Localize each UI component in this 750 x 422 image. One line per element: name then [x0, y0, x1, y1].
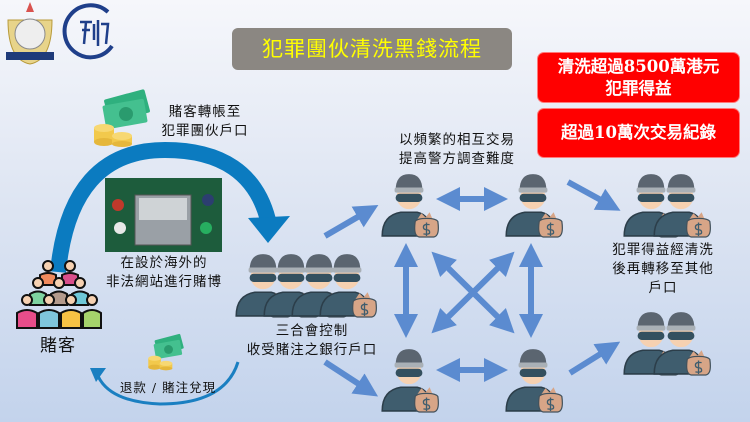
mule-account-icon — [381, 173, 440, 238]
cash-icon — [148, 333, 184, 371]
syndicate-label: 三合會控制 收受賭注之銀行戶口 — [230, 322, 394, 360]
transferred-label-line: 後再轉移至其他 — [612, 261, 714, 277]
gamblers-icon — [16, 260, 102, 329]
syndicate-label-line: 收受賭注之銀行戶口 — [246, 342, 378, 358]
transferred-label: 犯罪得益經清洗 後再轉移至其他 戶口 — [598, 241, 728, 298]
gamblers-label: 賭客 — [40, 336, 76, 356]
frequent-label-line: 以頻繁的相互交易 — [399, 132, 515, 148]
refund-label: 退款 / 賭注兌現 — [119, 380, 217, 395]
gamble-label-line: 非法網站進行賭博 — [106, 274, 222, 290]
transfer-label-line: 犯罪團伙戶口 — [161, 123, 249, 139]
gamble-label-line: 在設於海外的 — [120, 255, 208, 271]
transfer-label-line: 賭客轉帳至 — [168, 104, 242, 120]
mule-account-icon — [505, 348, 564, 413]
transferred-label-line: 犯罪得益經清洗 — [612, 242, 714, 258]
highlight-transactions-line1: 超過10萬次交易紀錄 — [561, 123, 716, 142]
police-crest-logo — [6, 2, 54, 65]
syndicate-label-line: 三合會控制 — [275, 323, 349, 339]
transferred-label-line: 戶口 — [648, 280, 678, 296]
gamble-label: 在設於海外的 非法網站進行賭博 — [92, 254, 236, 292]
highlight-proceeds: 清洗超過8500萬港元 犯罪得益 — [537, 52, 740, 103]
page-title: 犯罪團伙清洗黑錢流程 — [232, 28, 512, 70]
highlight-transactions: 超過10萬次交易紀錄 — [537, 108, 740, 158]
frequent-label-line: 提高警方調查難度 — [399, 151, 515, 167]
flow-arrows — [323, 179, 621, 397]
crime-wing-logo — [62, 3, 114, 60]
cash-icon — [94, 88, 151, 147]
triad-syndicate-icon — [235, 253, 378, 318]
gamble-cycle-arrow — [50, 141, 276, 273]
online-gambling-photo — [105, 178, 222, 252]
highlight-proceeds-line2: 犯罪得益 — [605, 79, 672, 98]
transfer-label: 賭客轉帳至 犯罪團伙戶口 — [150, 103, 260, 141]
highlight-proceeds-line1: 清洗超過8500萬港元 — [557, 57, 720, 76]
frequent-transactions-label: 以頻繁的相互交易 提高警方調查難度 — [384, 131, 530, 169]
mule-account-icon — [505, 173, 564, 238]
refund-arrow — [96, 361, 240, 406]
